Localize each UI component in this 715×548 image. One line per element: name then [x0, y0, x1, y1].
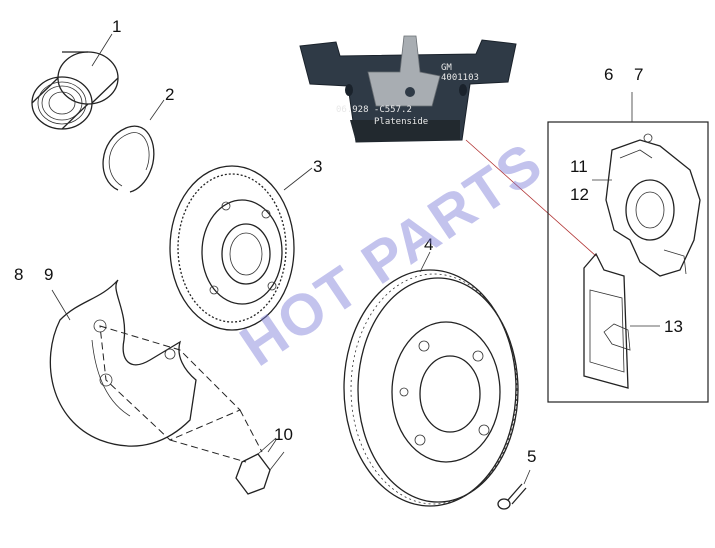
label-8: 8	[14, 265, 23, 284]
assembly-dash-lines	[99, 325, 263, 463]
screw	[497, 483, 527, 510]
circlip	[102, 125, 155, 193]
pad-side-text: Platenside	[374, 117, 428, 127]
label-9: 9	[44, 265, 53, 284]
label-5: 5	[527, 447, 536, 466]
leader-5	[523, 469, 531, 485]
label-11: 11	[570, 157, 588, 176]
label-2: 2	[165, 85, 174, 104]
caliper	[605, 133, 701, 277]
label-3: 3	[313, 157, 322, 176]
wheel-bearing	[31, 51, 119, 130]
label-6: 6	[604, 65, 613, 84]
splash-shield	[49, 279, 197, 447]
leader-4	[419, 251, 431, 273]
leader-3	[283, 167, 313, 191]
label-1: 1	[112, 17, 121, 36]
label-4: 4	[424, 235, 433, 254]
caliper-box	[547, 121, 709, 403]
bolt	[235, 437, 285, 495]
brake-disc	[343, 269, 519, 507]
leader-10	[267, 439, 277, 453]
leader-1	[91, 33, 113, 67]
brake-pad-photo: GM 4001103 06.928 -C557.2 Platenside	[299, 35, 517, 143]
label-13: 13	[664, 317, 683, 336]
label-12: 12	[570, 185, 589, 204]
label-7: 7	[634, 65, 643, 84]
pad-photo-leader	[465, 139, 597, 257]
leader-2	[149, 99, 165, 121]
brake-pad-drawing	[583, 252, 631, 389]
pad-code: 4001103	[441, 73, 479, 83]
label-10: 10	[274, 425, 293, 444]
watermark-text: HOT PARTS	[229, 130, 555, 379]
pad-part-number: 06.928 -C557.2	[336, 105, 412, 115]
pad-brand-mark: GM	[441, 63, 452, 73]
wheel-hub	[169, 165, 295, 331]
leader-8-9	[51, 289, 71, 321]
